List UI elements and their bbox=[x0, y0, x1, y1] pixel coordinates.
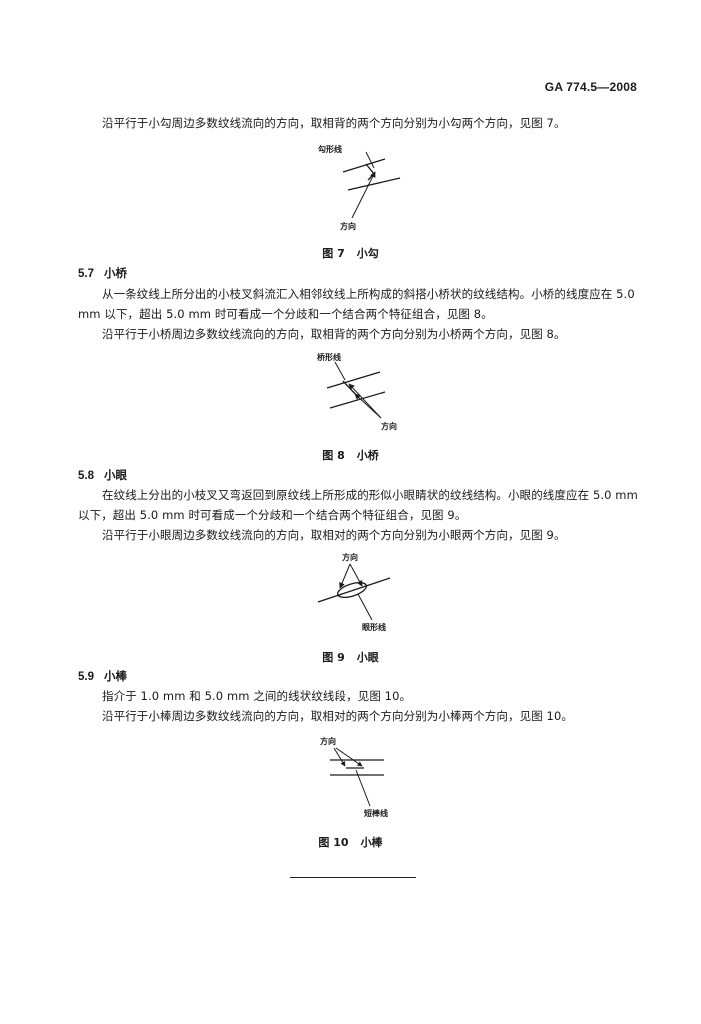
figure-9-eye bbox=[336, 581, 368, 599]
figure-8-ridge-upper bbox=[326, 371, 381, 389]
figure-7-shape-label: 勾形线 bbox=[318, 144, 342, 154]
figure-8-ridge-lower bbox=[329, 391, 386, 409]
figure-7-direction-arrow bbox=[351, 171, 376, 219]
figure-7-ridge-upper bbox=[342, 158, 386, 173]
figure-10-direction-label: 方向 bbox=[320, 736, 336, 746]
section-5-8-direction-text: 沿平行于小眼周边多数纹线流向的方向，取相对的两个方向分别为小眼两个方向，见图 9… bbox=[102, 528, 566, 542]
figure-7-diagram: 勾形线 方向 bbox=[318, 144, 401, 231]
section-5-7-direction-text: 沿平行于小桥周边多数纹线流向的方向，取相背的两个方向分别为小桥两个方向，见图 8… bbox=[102, 327, 566, 341]
figure-8-direction-label: 方向 bbox=[381, 421, 397, 431]
figure-7-shape-leader bbox=[365, 151, 375, 169]
figure-10-shape-label: 短棒线 bbox=[364, 808, 388, 818]
figure-8-direction-arrow-b bbox=[354, 393, 382, 419]
section-5-9-direction-text: 沿平行于小棒周边多数纹线流向的方向，取相对的两个方向分别为小棒两个方向，见图 1… bbox=[102, 709, 573, 723]
standard-id: GA 774.5—2008 bbox=[544, 80, 637, 94]
section-5-8-definition: 在纹线上分出的小枝叉又弯返回到原纹线上所形成的形似小眼睛状的纹线结构。小眼的线度… bbox=[78, 488, 638, 522]
figure-9-direction-label: 方向 bbox=[342, 552, 358, 562]
figure-8-shape-label: 桥形线 bbox=[317, 352, 341, 362]
figure-7-ridge-lower bbox=[347, 177, 401, 191]
figure-10-direction-arrow-a bbox=[333, 747, 346, 767]
figure-9-direction-arrow-b bbox=[349, 563, 363, 587]
figure-9-ridge bbox=[317, 577, 391, 603]
end-rule bbox=[290, 877, 416, 878]
figure-9-shape-leader bbox=[357, 593, 373, 621]
figure-8-diagram: 桥形线 方向 bbox=[317, 352, 397, 431]
section-5-7-definition: 从一条纹线上所分出的小枝叉斜流汇入相邻纹线上所构成的斜搭小桥状的纹线结构。小桥的… bbox=[78, 287, 635, 321]
intro-paragraph: 沿平行于小勾周边多数纹线流向的方向，取相背的两个方向分别为小勾两个方向，见图 7… bbox=[102, 116, 566, 130]
figure-10-diagram: 方向 短棒线 bbox=[320, 736, 388, 818]
figure-8-direction-arrow-a bbox=[348, 383, 382, 419]
section-5-9-definition: 指介于 1.0 mm 和 5.0 mm 之间的线状纹线段，见图 10。 bbox=[102, 689, 412, 703]
figure-9-direction-arrow-a bbox=[339, 563, 351, 589]
figure-10-shape-leader bbox=[355, 769, 371, 807]
figure-7-direction-label: 方向 bbox=[340, 221, 356, 231]
figure-10-direction-arrow-b bbox=[335, 747, 363, 767]
figure-9-diagram: 方向 眼形线 bbox=[317, 552, 391, 632]
figure-8-shape-leader bbox=[334, 361, 346, 381]
figure-9-shape-label: 眼形线 bbox=[362, 622, 386, 632]
